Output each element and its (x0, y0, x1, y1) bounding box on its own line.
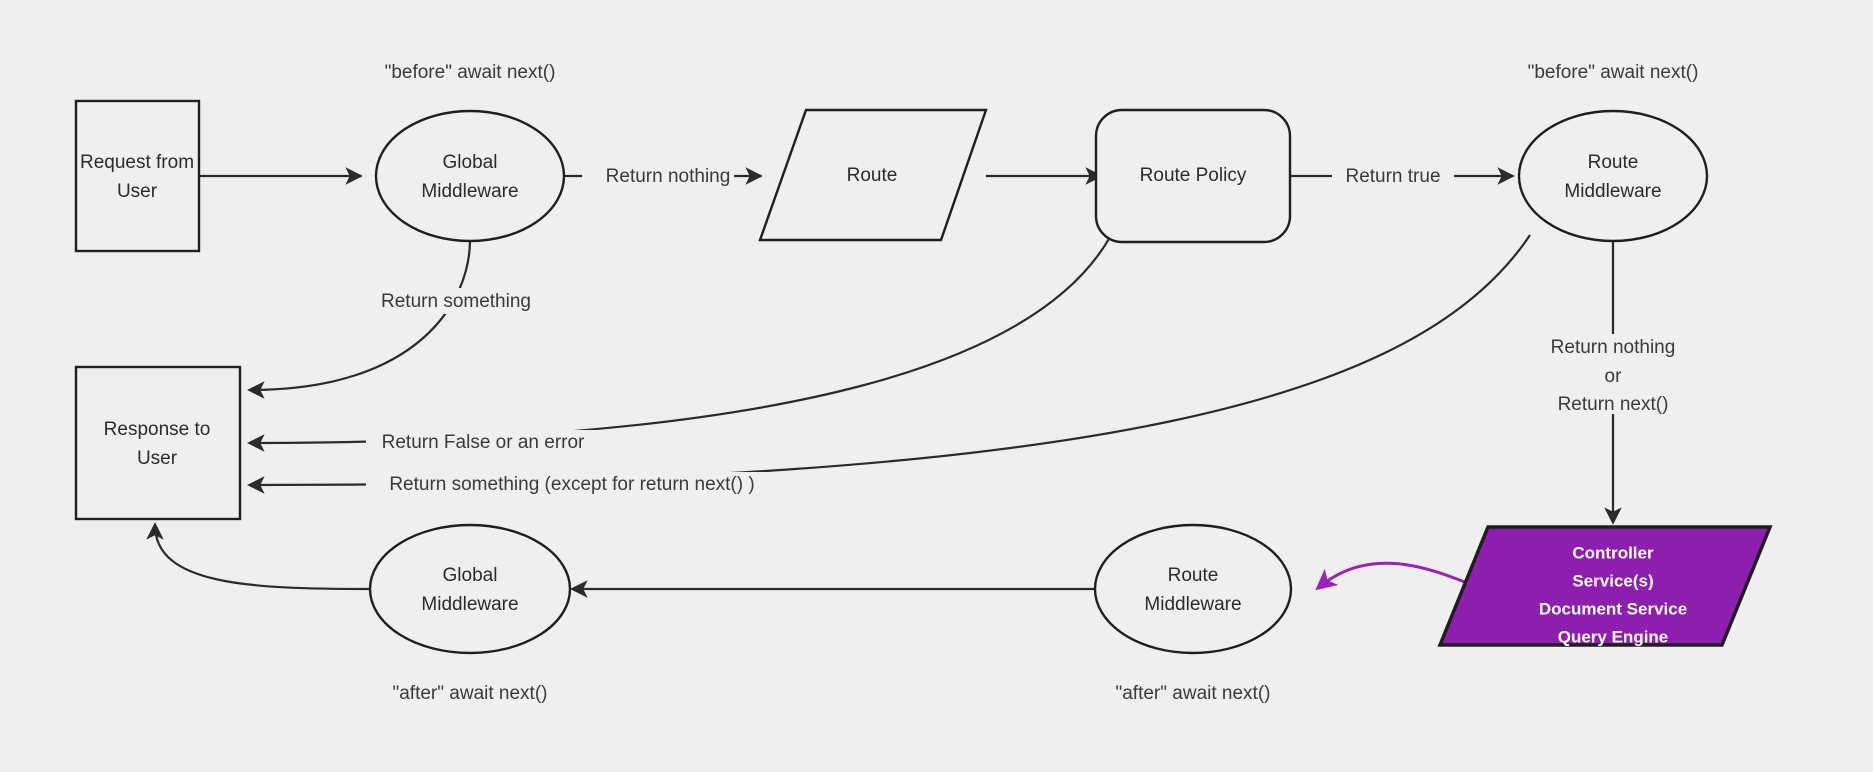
node-request-from-user-label-line1: Request from (80, 152, 194, 173)
svg-text:Return something (except for r: Return something (except for return next… (389, 474, 754, 495)
edge-global-middleware-to-response (247, 239, 472, 399)
edge-label-return-nothing: Return nothing (582, 163, 734, 189)
edge-label-return-nothing-or-return-next: Return nothing or Return next() (1528, 334, 1700, 415)
node-route-middleware-before[interactable]: Route Middleware (1517, 109, 1709, 243)
edge-label-return-something-except-next: Return something (except for return next… (366, 472, 778, 498)
node-global-middleware-after-label-line1: Global (443, 565, 498, 586)
node-route-middleware-after[interactable]: Route Middleware (1093, 523, 1293, 655)
node-global-middleware-after-label-line2: Middleware (421, 594, 518, 615)
svg-text:Return something: Return something (381, 291, 531, 312)
node-route-policy[interactable]: Route Policy (1094, 108, 1292, 244)
node-response-to-user-label-line1: Response to (104, 419, 211, 440)
node-route-label: Route (847, 165, 898, 186)
annotation-before-await-next-route: "before" await next() (1528, 62, 1699, 83)
svg-text:or: or (1605, 366, 1623, 387)
node-global-middleware-before-label-line1: Global (443, 152, 498, 173)
edge-label-return-true: Return true (1332, 163, 1454, 189)
node-global-middleware-before-label-line2: Middleware (421, 181, 518, 202)
edge-label-return-false-or-error: Return False or an error (366, 430, 606, 456)
node-route-middleware-after-label-line1: Route (1168, 565, 1219, 586)
edge-label-return-something: Return something (363, 288, 543, 314)
node-route-middleware-after-label-line2: Middleware (1144, 594, 1241, 615)
svg-text:Return true: Return true (1345, 166, 1440, 187)
node-route-policy-label: Route Policy (1140, 165, 1247, 186)
node-controller-services-label-line4: Query Engine (1558, 627, 1669, 646)
svg-text:Return next(): Return next() (1558, 394, 1669, 415)
annotation-after-await-next-route: "after" await next() (1116, 683, 1271, 704)
node-request-from-user[interactable]: Request from User (74, 99, 201, 253)
node-request-from-user-label-line2: User (117, 181, 158, 202)
edge-route-policy-to-response (247, 236, 1111, 452)
node-route-middleware-before-label-line2: Middleware (1564, 181, 1661, 202)
node-response-to-user-label-line2: User (137, 448, 178, 469)
node-route[interactable]: Route (758, 108, 988, 242)
node-controller-services-label-line2: Service(s) (1572, 571, 1653, 590)
node-response-to-user[interactable]: Response to User (74, 365, 242, 521)
node-global-middleware-before[interactable]: Global Middleware (374, 109, 566, 243)
node-controller-services[interactable]: Controller Service(s) Document Service Q… (1437, 525, 1773, 647)
node-controller-services-label-line3: Document Service (1539, 599, 1687, 618)
svg-text:Return nothing: Return nothing (1551, 337, 1676, 358)
node-global-middleware-after[interactable]: Global Middleware (368, 523, 572, 655)
annotation-after-await-next-global: "after" await next() (393, 683, 548, 704)
node-controller-services-shape (1437, 525, 1773, 647)
node-controller-services-label-line1: Controller (1572, 543, 1654, 562)
edge-global-middleware-after-to-response (146, 522, 371, 591)
node-route-middleware-before-label-line1: Route (1588, 152, 1639, 173)
svg-text:Return False or an error: Return False or an error (382, 432, 585, 453)
svg-text:Return nothing: Return nothing (606, 166, 731, 187)
annotation-before-await-next-global: "before" await next() (385, 62, 556, 83)
